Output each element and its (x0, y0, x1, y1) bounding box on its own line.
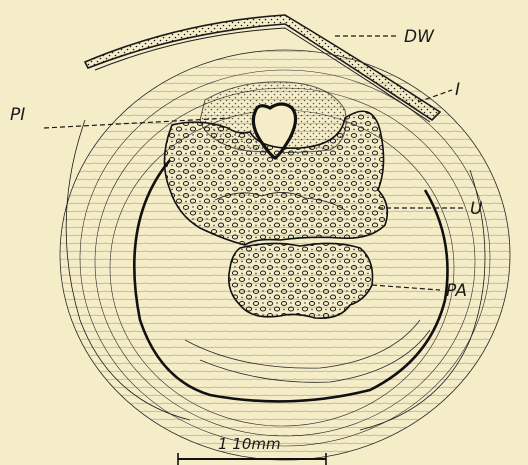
label-i: I (455, 80, 460, 100)
scale-bar-label: 1 10mm (218, 435, 281, 453)
label-u: U (470, 199, 483, 219)
label-dw: DW (404, 27, 435, 47)
label-pa: PA (446, 281, 467, 301)
label-pi: PI (10, 105, 25, 125)
